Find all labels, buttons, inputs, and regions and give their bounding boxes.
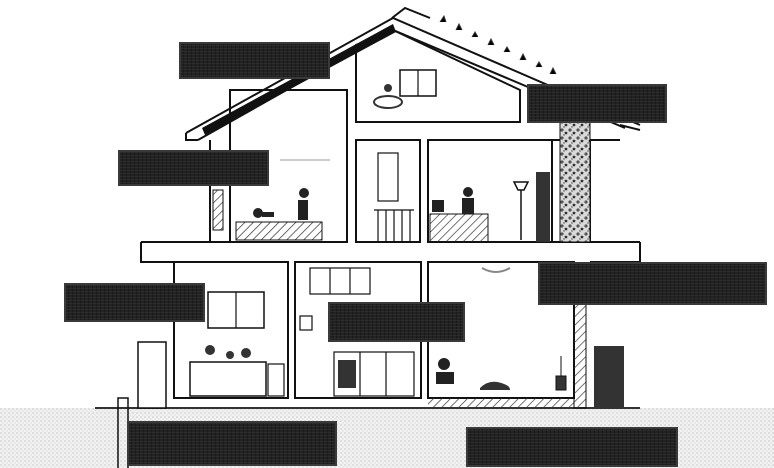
family-people-icon <box>205 345 251 359</box>
stone-chimney <box>560 122 590 242</box>
label-roof-solar <box>179 42 330 79</box>
label-underground-left <box>127 421 337 466</box>
plant-icon <box>556 356 566 390</box>
dog-icon <box>480 382 510 390</box>
insulated-wall <box>213 190 223 230</box>
right-exterior-unit <box>594 346 624 408</box>
right-wall-hatch <box>574 300 586 408</box>
sofa <box>190 362 266 396</box>
ceiling-light <box>482 268 510 272</box>
stove-icon <box>338 360 356 388</box>
bed <box>236 222 322 240</box>
label-living <box>538 262 767 305</box>
label-kitchen <box>328 302 465 342</box>
living-floor-slab <box>428 398 574 408</box>
desk <box>430 214 488 242</box>
adult-person-icon <box>298 188 309 220</box>
computer-icon <box>432 200 444 212</box>
label-upper-left <box>118 150 269 186</box>
sitting-person-icon <box>436 358 454 384</box>
heat-pump-unit <box>138 342 166 408</box>
stair-railing <box>374 210 414 242</box>
label-ground-left <box>64 283 205 322</box>
worker-person-icon <box>462 187 474 214</box>
attic-room <box>356 30 520 122</box>
stair-door <box>378 153 398 201</box>
dark-shelf <box>536 172 550 242</box>
roof-vent <box>392 8 430 18</box>
label-attic <box>527 84 667 123</box>
label-underground-right <box>466 427 678 467</box>
floor-lamp-icon <box>514 182 528 240</box>
attic-person-icon <box>374 84 402 108</box>
small-cabinet <box>268 364 284 396</box>
child-person-icon <box>253 208 274 218</box>
